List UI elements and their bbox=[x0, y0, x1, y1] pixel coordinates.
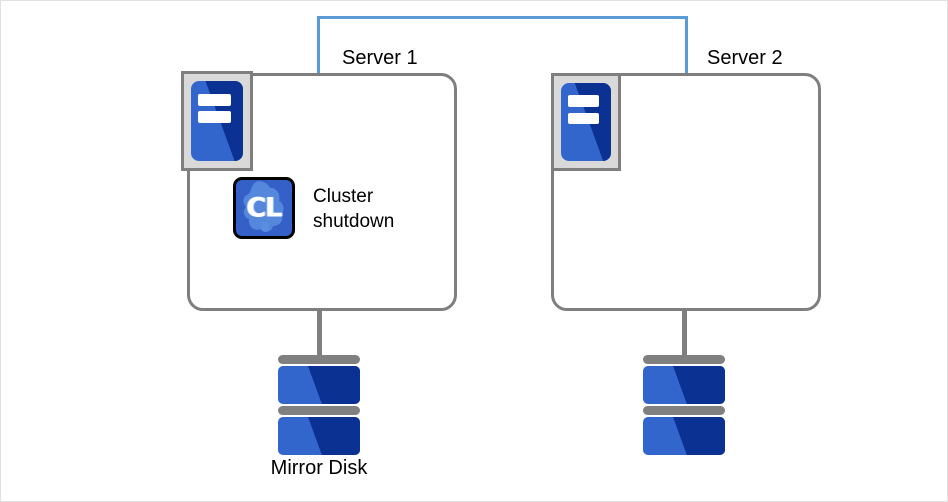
server-icon-body bbox=[561, 83, 611, 161]
cluster-icon: CL bbox=[233, 177, 295, 239]
server2-disk-stack bbox=[643, 355, 725, 457]
disk-bar-top bbox=[643, 355, 725, 364]
interconnect-line-right bbox=[685, 16, 688, 74]
server-icon-bar-top bbox=[568, 95, 599, 108]
server-icon-bar-bottom bbox=[198, 111, 231, 124]
mirror-disk-caption: Mirror Disk bbox=[270, 457, 368, 479]
disk-block-upper bbox=[643, 366, 725, 404]
interconnect-line-horizontal bbox=[317, 16, 688, 19]
server-icon-bar-bottom bbox=[568, 112, 599, 125]
server1-disk-connector bbox=[317, 311, 322, 359]
disk-bar-top bbox=[278, 355, 360, 364]
server-icon-body bbox=[191, 81, 243, 161]
cluster-icon-label: CL bbox=[246, 192, 282, 224]
server-icon-bar-top bbox=[198, 93, 231, 106]
disk-block-lower bbox=[643, 417, 725, 455]
server1-hardware-icon bbox=[181, 71, 253, 171]
disk-block-lower bbox=[278, 417, 360, 455]
server2-title: Server 2 bbox=[707, 47, 783, 69]
server1-disk-stack bbox=[278, 355, 360, 457]
interconnect-line-left bbox=[317, 16, 320, 74]
disk-block-upper bbox=[278, 366, 360, 404]
cluster-icon-splash bbox=[243, 181, 284, 232]
server2-disk-connector bbox=[682, 311, 687, 359]
cluster-shutdown-label: Cluster shutdown bbox=[313, 186, 395, 232]
server1-title: Server 1 bbox=[342, 47, 418, 69]
disk-bar-middle bbox=[278, 406, 360, 415]
disk-bar-middle bbox=[643, 406, 725, 415]
server2-hardware-icon bbox=[551, 73, 621, 171]
